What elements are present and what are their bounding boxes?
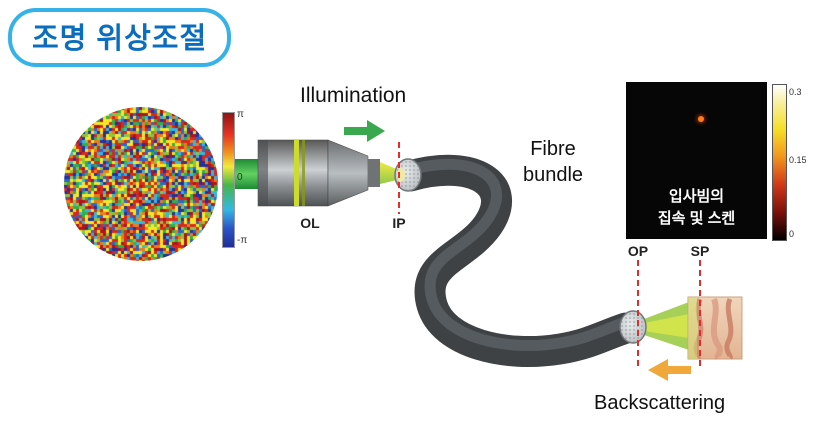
fibre-bundle-label: Fibre bundle: [506, 136, 600, 188]
scan-caption-line1: 입사빔의: [626, 186, 767, 208]
intensity-colorbar: [772, 84, 787, 241]
fibre-bundle-label-line2: bundle: [506, 162, 600, 188]
focused-spot-icon: [698, 116, 704, 122]
objective-lens: [258, 140, 380, 206]
intensity-tick-mid: 0.15: [789, 156, 807, 165]
illumination-arrow-icon: [344, 120, 385, 142]
title-badge-label: 조명 위상조절: [32, 23, 207, 55]
intensity-tick-top: 0.3: [789, 88, 802, 97]
title-badge: 조명 위상조절: [8, 8, 231, 67]
backscatter-arrow-icon: [648, 359, 691, 381]
intensity-tick-bottom: 0: [789, 230, 794, 239]
scan-panel: 입사빔의 집속 및 스켄: [626, 82, 767, 239]
fibre-bundle-label-line1: Fibre: [506, 136, 600, 162]
scan-caption-line2: 집속 및 스켄: [626, 208, 767, 230]
tissue-sample: [688, 297, 742, 359]
ol-marker-label: OL: [293, 215, 327, 231]
phase-map: [64, 107, 218, 261]
fiber-bundle: [410, 164, 626, 351]
phase-colorbar: [222, 112, 235, 248]
ip-marker-label: IP: [382, 215, 416, 231]
illumination-label: Illumination: [300, 84, 406, 108]
op-marker-label: OP: [621, 243, 655, 259]
phase-tick-top: π: [237, 110, 244, 120]
backscattering-label: Backscattering: [594, 392, 725, 415]
phase-tick-bottom: -π: [237, 236, 247, 246]
scan-panel-caption: 입사빔의 집속 및 스켄: [626, 186, 767, 230]
phase-tick-mid: 0: [237, 173, 243, 183]
fiber-output-facet: [620, 311, 646, 343]
sp-marker-label: SP: [683, 243, 717, 259]
